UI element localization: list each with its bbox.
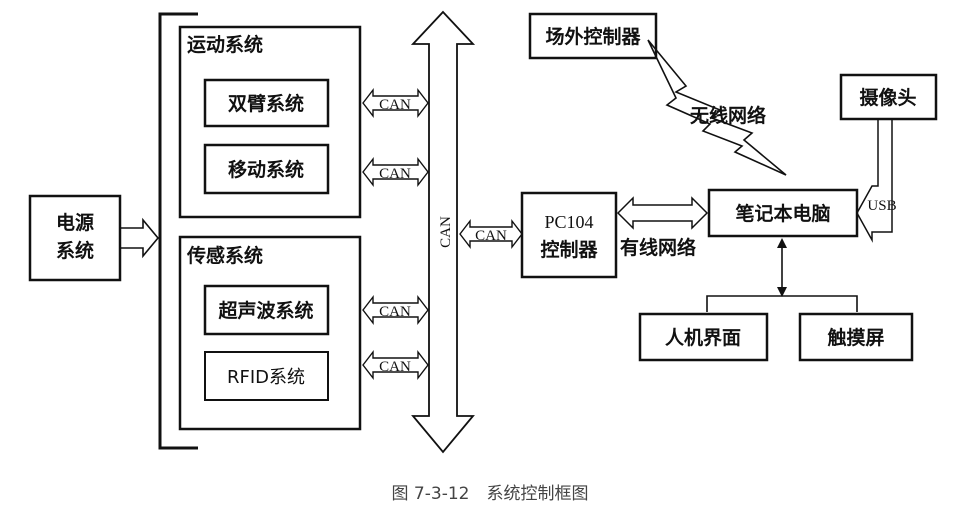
hmi-box [638, 312, 769, 362]
can-link-ultrasonic: CAN [362, 294, 429, 326]
remote-controller-label: 场外控制器 [545, 25, 641, 48]
hmi-label: 人机界面 [665, 327, 741, 349]
touchscreen-label: 触摸屏 [827, 326, 884, 349]
can-link-label: CAN [379, 166, 411, 182]
laptop-box [707, 188, 859, 238]
wired-network-arrow [616, 196, 709, 230]
motion-system-title: 运动系统 [187, 33, 263, 56]
connector-arrow-down [777, 287, 787, 297]
can-link-move: CAN [362, 156, 429, 188]
pc104-controller-box [520, 191, 618, 279]
camera-label: 摄像头 [859, 86, 916, 109]
can-bus-arrow [410, 10, 476, 454]
can-link-label: CAN [379, 97, 411, 113]
ultrasonic-system-label: 超声波系统 [217, 299, 313, 322]
sensing-system-title: 传感系统 [186, 244, 263, 267]
rfid-system-label: RFID系统 [227, 367, 305, 388]
can-link-arm: CAN [362, 87, 429, 119]
can-link-label: CAN [379, 304, 411, 320]
pc104-label-2: 控制器 [540, 238, 598, 261]
usb-label: USB [867, 198, 896, 214]
arm-system-label: 双臂系统 [228, 92, 304, 115]
connector-branch [706, 295, 858, 312]
figure-caption: 图 7-3-12 系统控制框图 [392, 484, 589, 504]
can-link-label: CAN [379, 359, 411, 375]
move-system-label: 移动系统 [228, 158, 304, 181]
rfid-system-box [204, 351, 329, 401]
can-link-rfid: CAN [362, 349, 429, 381]
touchscreen-box [798, 312, 914, 362]
power-system-label-1: 电源 [56, 211, 94, 234]
usb-arrow [856, 119, 893, 243]
subsystem-bracket [158, 12, 198, 450]
wireless-lightning-icon [647, 39, 787, 176]
power-system-label-2: 系统 [56, 239, 94, 262]
can-link-pc104: CAN [459, 218, 523, 250]
connector-arrow-up [777, 238, 787, 248]
pc104-label-1: PC104 [544, 212, 593, 232]
wireless-network-label: 无线网络 [690, 104, 766, 127]
power-arrow [119, 217, 160, 259]
laptop-label: 笔记本电脑 [735, 202, 830, 225]
can-link-label: CAN [475, 228, 507, 244]
ultrasonic-system-box [203, 284, 330, 336]
camera-box [839, 73, 938, 121]
remote-controller-box [528, 12, 658, 60]
wired-network-label: 有线网络 [620, 236, 696, 259]
can-bus-label: CAN [438, 216, 454, 248]
power-system-box [28, 194, 122, 282]
move-system-box [203, 143, 330, 195]
arm-system-box [203, 78, 330, 128]
